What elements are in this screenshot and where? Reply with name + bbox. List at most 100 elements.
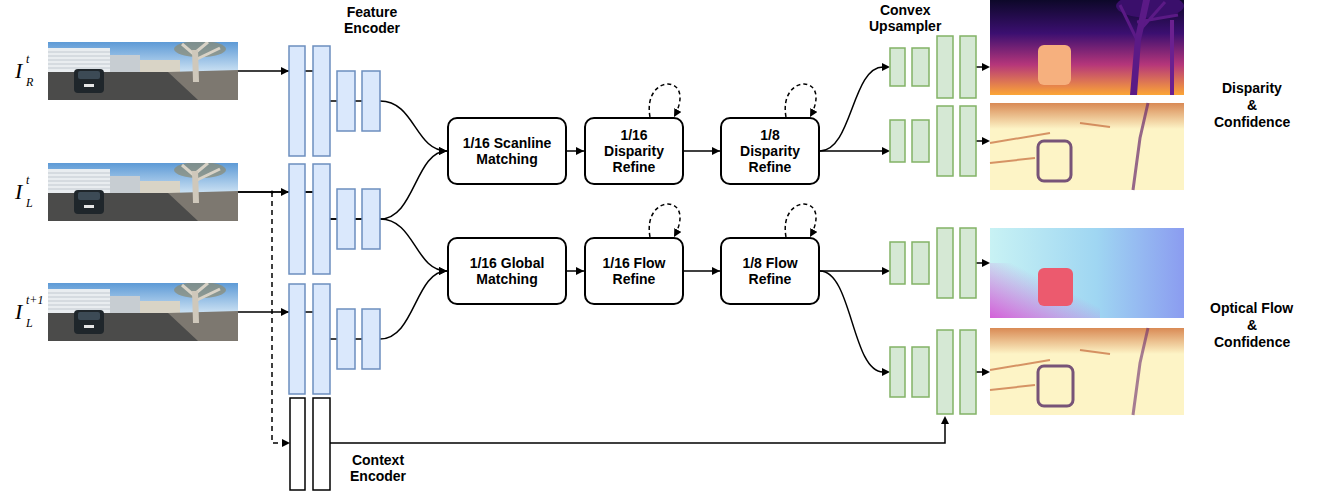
part-label: Context Encoder — [350, 452, 406, 484]
upsampler-arrowheads — [982, 368, 990, 376]
image-superscript: t+1 — [26, 294, 43, 306]
feature-encoder — [289, 284, 305, 394]
upsampler-arrowheads — [982, 259, 990, 267]
upsampler-arrowheads — [882, 63, 990, 376]
image-subscript: L — [26, 197, 33, 209]
feature-encoder — [362, 71, 380, 131]
upsampler-arrowheads — [882, 147, 890, 155]
image-subscript: L — [26, 317, 33, 329]
connector — [684, 150, 720, 152]
feature-encoder — [289, 46, 380, 394]
part-label: Confidence — [1214, 114, 1290, 130]
convex-upsampler — [912, 347, 929, 397]
feature-encoder — [313, 46, 330, 156]
part-label: Convex Upsampler — [869, 2, 941, 34]
disparity-map — [990, 0, 1184, 95]
context-wires — [271, 191, 274, 194]
upsampler-wires — [820, 150, 883, 152]
feature-encoder — [313, 284, 330, 394]
optical-flow-map — [990, 228, 1184, 318]
optical-flow-map — [990, 263, 1100, 318]
context-wires — [271, 191, 950, 448]
image-symbol: I — [15, 60, 22, 82]
disparity-confidence-map — [990, 123, 1110, 163]
part-label: Feature Encoder — [344, 4, 400, 36]
convex-upsampler — [890, 36, 976, 414]
context-encoder — [290, 398, 305, 490]
context-wires — [330, 424, 945, 443]
box-text-group: 1/16 Disparity Refine — [594, 127, 674, 175]
disparity-map — [1038, 45, 1071, 85]
upsampler-wires — [820, 67, 883, 151]
convex-upsampler — [960, 36, 976, 98]
box-label: 1/8 Disparity Refine — [730, 127, 810, 175]
connector — [238, 71, 447, 151]
encoder-input-arrows — [281, 188, 289, 196]
process-box: 1/16 Disparity Refine — [584, 117, 684, 185]
box-text-group: 1/16 Scanline Matching — [457, 135, 557, 167]
box-text-group: 1/16 Global Matching — [457, 255, 557, 287]
disparity-map — [1120, 2, 1178, 42]
optical-flow-map — [1038, 268, 1073, 306]
box-label: 1/8 Flow Refine — [730, 255, 810, 287]
input-images — [48, 41, 238, 341]
upsampler-arrowheads — [882, 267, 890, 275]
disparity-map — [990, 0, 1184, 95]
refine-loop — [649, 204, 680, 237]
convex-upsampler — [890, 242, 905, 284]
convex-upsampler — [960, 106, 976, 176]
image-subscript: R — [26, 76, 33, 88]
feature-encoder — [337, 71, 355, 131]
box-text-group: 1/8 Disparity Refine — [730, 127, 810, 175]
context-wires — [282, 439, 290, 447]
feature-encoder — [337, 189, 355, 249]
upsampler-arrowheads — [982, 63, 990, 71]
flow-confidence-map — [990, 328, 1184, 415]
convex-upsampler — [937, 36, 953, 98]
feature-encoder — [289, 164, 305, 274]
box-label: 1/16 Global Matching — [457, 255, 557, 287]
connector — [567, 270, 584, 272]
disparity-confidence-map — [990, 103, 1184, 190]
image-symbol: I — [15, 181, 22, 203]
refine-loop — [649, 84, 680, 117]
box-text-group: 1/16 Flow Refine — [594, 255, 674, 287]
convex-upsampler — [912, 242, 929, 284]
input-image: ILt+1 — [48, 283, 238, 341]
disparity-confidence-map — [1133, 103, 1148, 190]
image-superscript: t — [26, 174, 29, 186]
upsampler-wires — [820, 271, 883, 372]
image-symbol: I — [15, 301, 22, 323]
context-encoder — [313, 398, 330, 490]
part-label: Confidence — [1214, 334, 1290, 350]
part-label: & — [1247, 317, 1257, 333]
part-label: & — [1247, 97, 1257, 113]
convex-upsampler — [960, 228, 976, 298]
input-image: IRt — [48, 42, 238, 100]
encoder-input-arrows — [281, 67, 289, 316]
disparity-confidence-map — [990, 103, 1184, 129]
feature-encoder — [289, 46, 305, 156]
upsampler-wires — [820, 67, 983, 372]
process-box: 1/8 Disparity Refine — [720, 117, 820, 185]
convex-upsampler — [960, 330, 976, 414]
refine-loop — [785, 204, 816, 237]
feature-encoder — [362, 309, 380, 369]
convex-upsampler — [937, 228, 953, 298]
disparity-confidence-map — [990, 103, 1184, 190]
context-wires — [272, 192, 283, 443]
process-box: 1/16 Global Matching — [447, 237, 567, 305]
convex-upsampler — [912, 48, 929, 86]
upsampler-arrowheads — [882, 368, 890, 376]
box-label: 1/16 Disparity Refine — [594, 127, 674, 175]
convex-upsampler — [912, 120, 929, 162]
convex-upsampler — [890, 120, 905, 162]
part-label: Disparity — [1222, 80, 1282, 96]
disparity-map — [1130, 0, 1150, 95]
connector — [684, 270, 720, 272]
disparity-confidence-map — [1038, 141, 1071, 181]
upsampler-wires — [820, 270, 883, 272]
input-image: ILt — [48, 163, 238, 221]
flow-confidence-map — [990, 328, 1184, 415]
